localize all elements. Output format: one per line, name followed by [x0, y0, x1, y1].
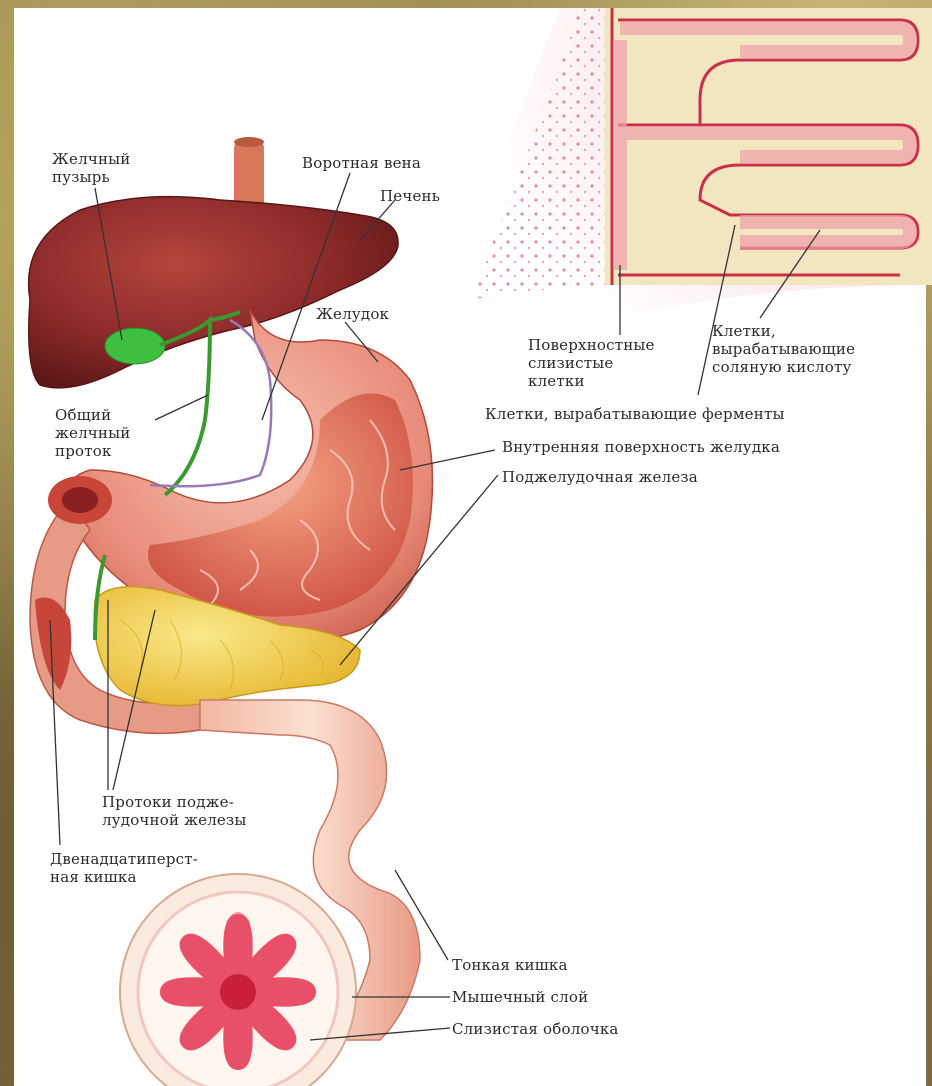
label-portal-vein: Воротная вена	[302, 154, 421, 172]
label-hcl-cells-2: вырабатывающие	[712, 340, 855, 358]
label-liver: Печень	[380, 187, 440, 205]
label-hcl-cells-1: Клетки,	[712, 322, 776, 340]
label-mucosa: Слизистая оболочка	[452, 1020, 619, 1038]
label-pancreatic-ducts-2: лудочной железы	[102, 811, 247, 829]
label-duodenum-2: ная кишка	[50, 868, 137, 886]
label-duodenum-1: Двенадцатиперст-	[50, 850, 198, 868]
label-surface-mucous-2: слизистые	[528, 354, 613, 372]
label-stomach: Желудок	[316, 305, 389, 323]
label-inner-surface: Внутренняя поверхность желудка	[502, 438, 780, 456]
label-muscle-layer: Мышечный слой	[452, 988, 588, 1006]
gastric-gland-magnified	[420, 8, 932, 380]
label-gallbladder-2: пузырь	[52, 168, 110, 186]
label-pancreas: Поджелудочная железа	[502, 468, 698, 486]
label-pancreatic-ducts-1: Протоки подже-	[102, 793, 234, 811]
label-common-bile-duct-1: Общий	[55, 406, 111, 424]
label-common-bile-duct-3: проток	[55, 442, 112, 460]
label-common-bile-duct-2: желчный	[55, 424, 130, 442]
intestine-cross-section	[120, 874, 356, 1086]
label-enzyme-cells: Клетки, вырабатывающие ферменты	[485, 405, 785, 423]
label-surface-mucous-1: Поверхностные	[528, 336, 655, 354]
gallbladder	[105, 328, 165, 364]
label-surface-mucous-3: клетки	[528, 372, 585, 390]
label-gallbladder-1: Желчный	[52, 150, 131, 168]
label-small-intestine: Тонкая кишка	[452, 956, 568, 974]
label-hcl-cells-3: соляную кислоту	[712, 358, 852, 376]
